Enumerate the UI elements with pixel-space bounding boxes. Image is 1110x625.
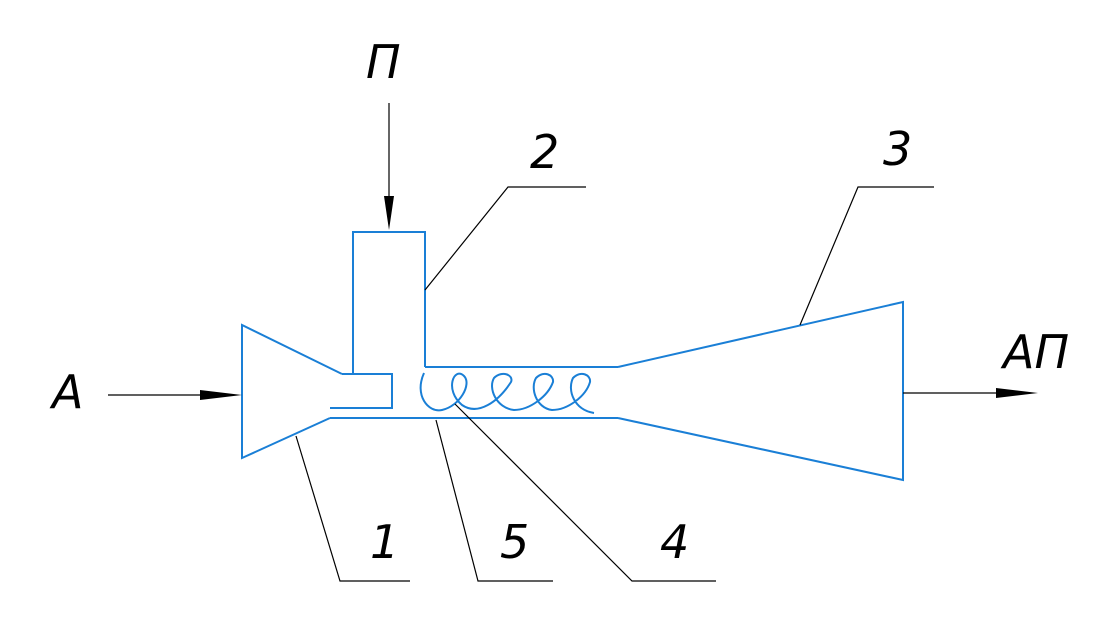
- steam-feed-pipe: [352, 231, 426, 374]
- flow-arrows: [108, 103, 1038, 400]
- inlet-cone: [241, 323, 343, 460]
- leader-4: [454, 403, 716, 582]
- labels: П А АП 1 2 3 4 5: [49, 35, 1069, 569]
- leader-lines: [295, 186, 934, 582]
- callout-label-4: 4: [660, 515, 689, 569]
- mixture-label: АП: [1000, 325, 1069, 379]
- apparatus: [241, 231, 904, 482]
- callout-label-5: 5: [500, 515, 529, 569]
- air-arrow-head: [200, 390, 242, 400]
- callout-label-3: 3: [883, 122, 912, 176]
- steam-arrow-head: [384, 196, 394, 230]
- callout-label-2: 2: [530, 125, 559, 179]
- leader-1: [295, 435, 410, 582]
- air-label: А: [49, 365, 83, 419]
- steam-label: П: [366, 35, 401, 89]
- steam-nozzle: [330, 373, 393, 409]
- leader-5: [435, 419, 553, 582]
- leader-2: [424, 186, 586, 291]
- swirl-coil: [419, 372, 595, 414]
- callout-label-1: 1: [370, 515, 399, 569]
- diffuser: [617, 300, 904, 482]
- leader-3: [799, 186, 934, 326]
- mixture-arrow-head: [996, 388, 1038, 398]
